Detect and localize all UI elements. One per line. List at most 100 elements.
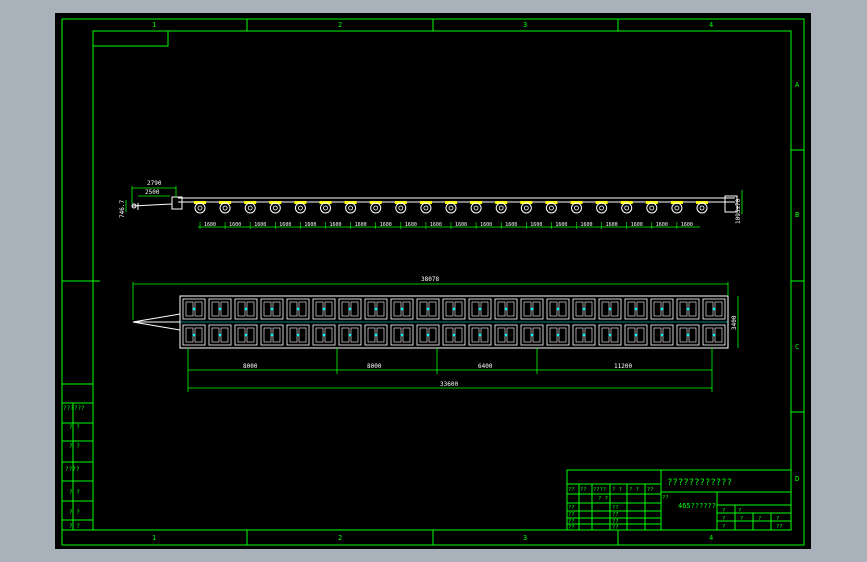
- axle-wheel: [419, 201, 432, 214]
- axle-wheel: [445, 201, 457, 214]
- tb-grid-0: ??: [568, 505, 575, 511]
- tb-right-4: ?: [758, 516, 761, 522]
- zone-labels: 1 2 3 4 1 2 3 4 A B C D: [152, 21, 800, 542]
- tb-grid-1: ??: [612, 505, 619, 511]
- axle-spacing-label: 1600: [380, 222, 392, 228]
- axle-wheel: [670, 201, 683, 214]
- plan-axle-module: [312, 298, 336, 346]
- plan-axle-module: [702, 298, 726, 346]
- axle-spacing-label: 1600: [581, 222, 593, 228]
- axle-wheel: [394, 201, 407, 214]
- axle-spacing-label: 1600: [355, 222, 367, 228]
- plan-drawbar: [132, 313, 181, 331]
- tb-right-3: ?: [740, 516, 743, 522]
- tb-right-0: ?: [722, 508, 725, 514]
- side-dim-right: 1095±70: [735, 198, 742, 224]
- axle-wheel: [219, 201, 232, 214]
- left-label-3: ????: [65, 466, 80, 473]
- side-dim-left: 746.7: [119, 200, 126, 218]
- title-block: ???????????? 465?????? ?? ?? ???? ? ? ? …: [566, 469, 792, 531]
- tb-right-6: ?: [722, 524, 725, 530]
- plan-view[interactable]: 38078 3400 8000 8000 6400 11200 33600: [132, 276, 739, 392]
- col-label-top-3: 3: [523, 21, 527, 29]
- plan-seg-3: 6400: [478, 363, 493, 370]
- left-label-2: ? ?: [69, 443, 80, 450]
- axle-spacing-label: 1600: [606, 222, 618, 228]
- left-label-0: ??????: [63, 405, 85, 412]
- plan-axle-module: [546, 298, 570, 346]
- corner-tag: [92, 30, 169, 47]
- tb-right-5: ?: [776, 516, 779, 522]
- axle-wheel: [369, 201, 382, 214]
- axle-spacing-label: 1600: [480, 222, 492, 228]
- plan-axle-module: [260, 298, 284, 346]
- drawing-subtitle: 465??????: [678, 502, 716, 510]
- tb-grid-6: ??: [568, 525, 575, 531]
- axle-wheel: [545, 201, 558, 214]
- col-label-top-2: 2: [338, 21, 342, 29]
- plan-axle-module: [390, 298, 414, 346]
- col-label-bottom-1: 1: [152, 534, 156, 542]
- drawbar: [131, 203, 173, 210]
- axle-wheel: [570, 201, 583, 214]
- drawing-sheet: [55, 13, 811, 549]
- axle-spacing-label: 1600: [656, 222, 668, 228]
- drawing-title: ????????????: [667, 478, 732, 488]
- axle-wheel: [244, 201, 257, 214]
- axle-wheel: [620, 201, 633, 214]
- tb-header-4: ? ?: [629, 487, 639, 493]
- tb-right-1: ?: [738, 508, 741, 514]
- plan-axle-module: [520, 298, 544, 346]
- plan-axle-module: [234, 298, 258, 346]
- tb-grid-2: ??: [568, 512, 575, 518]
- tb-right-7: ??: [776, 524, 783, 530]
- axle-wheel: [269, 201, 282, 214]
- axle-spacing-label: 1600: [204, 222, 216, 228]
- tb-header-2: ????: [593, 487, 606, 493]
- axle-wheel: [595, 201, 608, 214]
- plan-axle-module: [468, 298, 492, 346]
- tb-grid-8: ??: [662, 495, 669, 501]
- tb-right-2: ?: [722, 516, 725, 522]
- col-label-bottom-3: 3: [523, 534, 527, 542]
- axle-spacing-label: 1600: [279, 222, 291, 228]
- axle-spacing-label: 1600: [681, 222, 693, 228]
- plan-axle-module: [572, 298, 596, 346]
- plan-axle-module: [338, 298, 362, 346]
- axle-spacing-label: 1600: [330, 222, 342, 228]
- row-label-d: D: [795, 475, 799, 483]
- axle-spacing-label: 1600: [304, 222, 316, 228]
- plan-total: 33600: [440, 381, 458, 388]
- axle-wheel: [696, 201, 708, 214]
- tb-grid-5: ??: [612, 519, 619, 525]
- axle-spacing-label: 1600: [505, 222, 517, 228]
- axle-spacing-label: 1600: [430, 222, 442, 228]
- tb-grid-7: ??: [612, 525, 619, 531]
- plan-axle-module: [494, 298, 518, 346]
- plan-axle-module: [416, 298, 440, 346]
- axle-spacing-label: 1600: [530, 222, 542, 228]
- side-view[interactable]: 2790 2500 746.7 1095±70 1600 1600 1600 1600…: [119, 180, 743, 229]
- left-label-4: ? ?: [69, 489, 80, 496]
- tb-header-1: ??: [580, 487, 587, 493]
- axle-spacing-label: 1600: [405, 222, 417, 228]
- tb-header-6: ? ?: [598, 496, 608, 502]
- axle-wheel: [645, 201, 658, 214]
- plan-seg-2: 8000: [367, 363, 382, 370]
- plan-dim-overall: 38078: [421, 276, 439, 283]
- side-dim-2790: 2790: [147, 180, 162, 187]
- axle-wheel: [520, 201, 533, 214]
- plan-dim-width: 3400: [731, 315, 738, 330]
- axle-wheel: [470, 201, 483, 214]
- tb-header-5: ??: [647, 487, 654, 493]
- axle-spacing-label: 1600: [455, 222, 467, 228]
- side-dim-2500: 2500: [145, 189, 160, 196]
- tb-header-3: ? ?: [612, 487, 622, 493]
- axle-wheel: [344, 201, 357, 214]
- axle-spacing-label: 1600: [555, 222, 567, 228]
- row-label-c: C: [795, 343, 799, 351]
- axle-spacing-label: 1600: [229, 222, 241, 228]
- left-revision-block: ?????? ? ? ? ? ???? ? ? ? ? ? ?: [61, 383, 94, 531]
- axle-spacing-label: 1600: [631, 222, 643, 228]
